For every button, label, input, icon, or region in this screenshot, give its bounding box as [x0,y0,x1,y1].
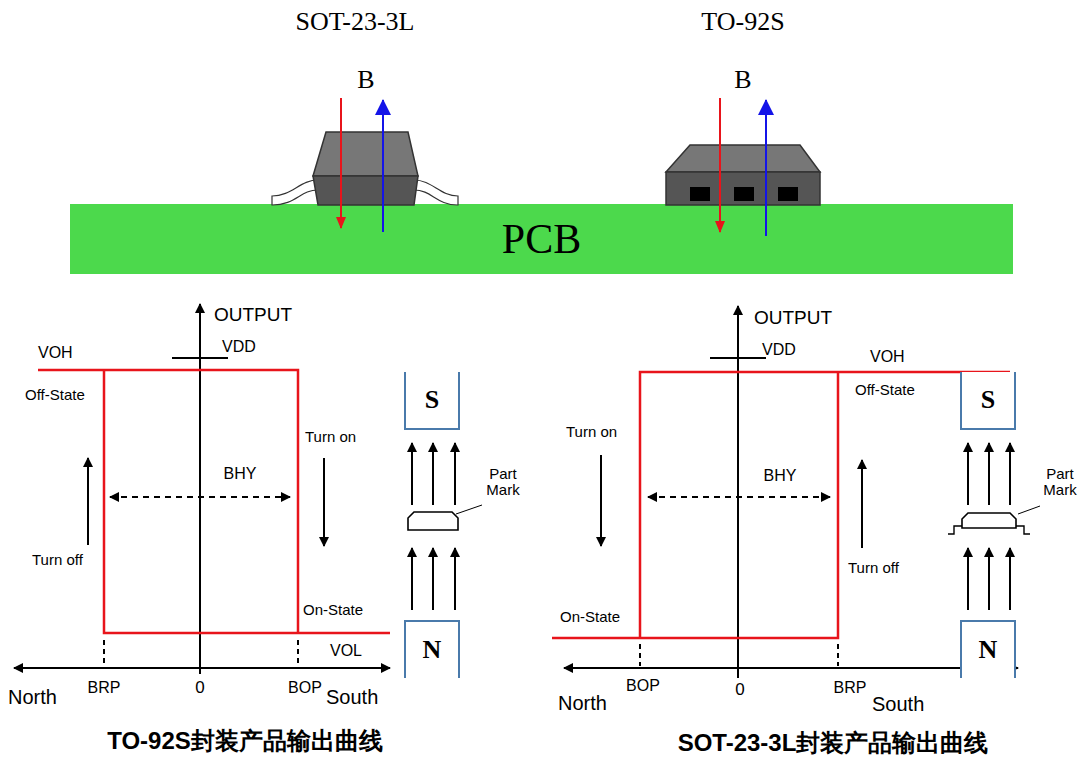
label-text: VDD [762,341,796,359]
label-text: Turn off [32,552,83,569]
label-text: Turn on [566,424,617,441]
node-text: PCB [502,216,581,262]
label-text: SOT-23-3L封装产品输出曲线 [678,730,989,756]
label-text: BHY [764,467,797,485]
label-text: North [558,692,607,714]
label-text: North [8,686,57,708]
pcb-board: PCB [70,204,1013,274]
north-pole-magnet: N [960,620,1016,678]
node-text: N [979,636,998,665]
label-text: Turn on [305,429,356,446]
node-text: S [981,386,995,415]
label-text: VOH [870,348,905,366]
label-text: BRP [88,679,121,697]
label-text: SOT-23-3L [296,8,415,37]
label-text: On-State [303,602,363,619]
label-text: OUTPUT [754,308,832,329]
label-text: On-State [560,609,620,626]
label-text: OUTPUT [214,305,292,326]
label-text: VDD [222,338,256,356]
south-pole-magnet: S [404,372,460,430]
label-text: VOL [330,642,362,660]
label-text: TO-92S [701,8,784,37]
south-pole-magnet: S [960,372,1016,430]
label-text: B [734,66,751,95]
north-pole-magnet: N [404,620,460,678]
label-text: BOP [288,679,322,697]
label-text: TO-92S封装产品输出曲线 [107,728,383,754]
label-text: 0 [195,679,204,698]
node-text: N [423,636,442,665]
node-text: S [425,386,439,415]
label-text: BHY [224,465,257,483]
label-text: Off-State [855,382,915,399]
label-text: Part Mark [1038,466,1082,499]
label-text: Part Mark [481,466,525,499]
label-text: B [357,66,374,95]
label-text: BOP [626,677,660,695]
label-text: Turn off [848,560,899,577]
label-text: Off-State [25,387,85,404]
label-text: VOH [38,344,73,362]
label-text: BRP [834,679,867,697]
label-text: South [872,693,924,715]
label-text: South [326,686,378,708]
label-text: 0 [735,681,744,700]
